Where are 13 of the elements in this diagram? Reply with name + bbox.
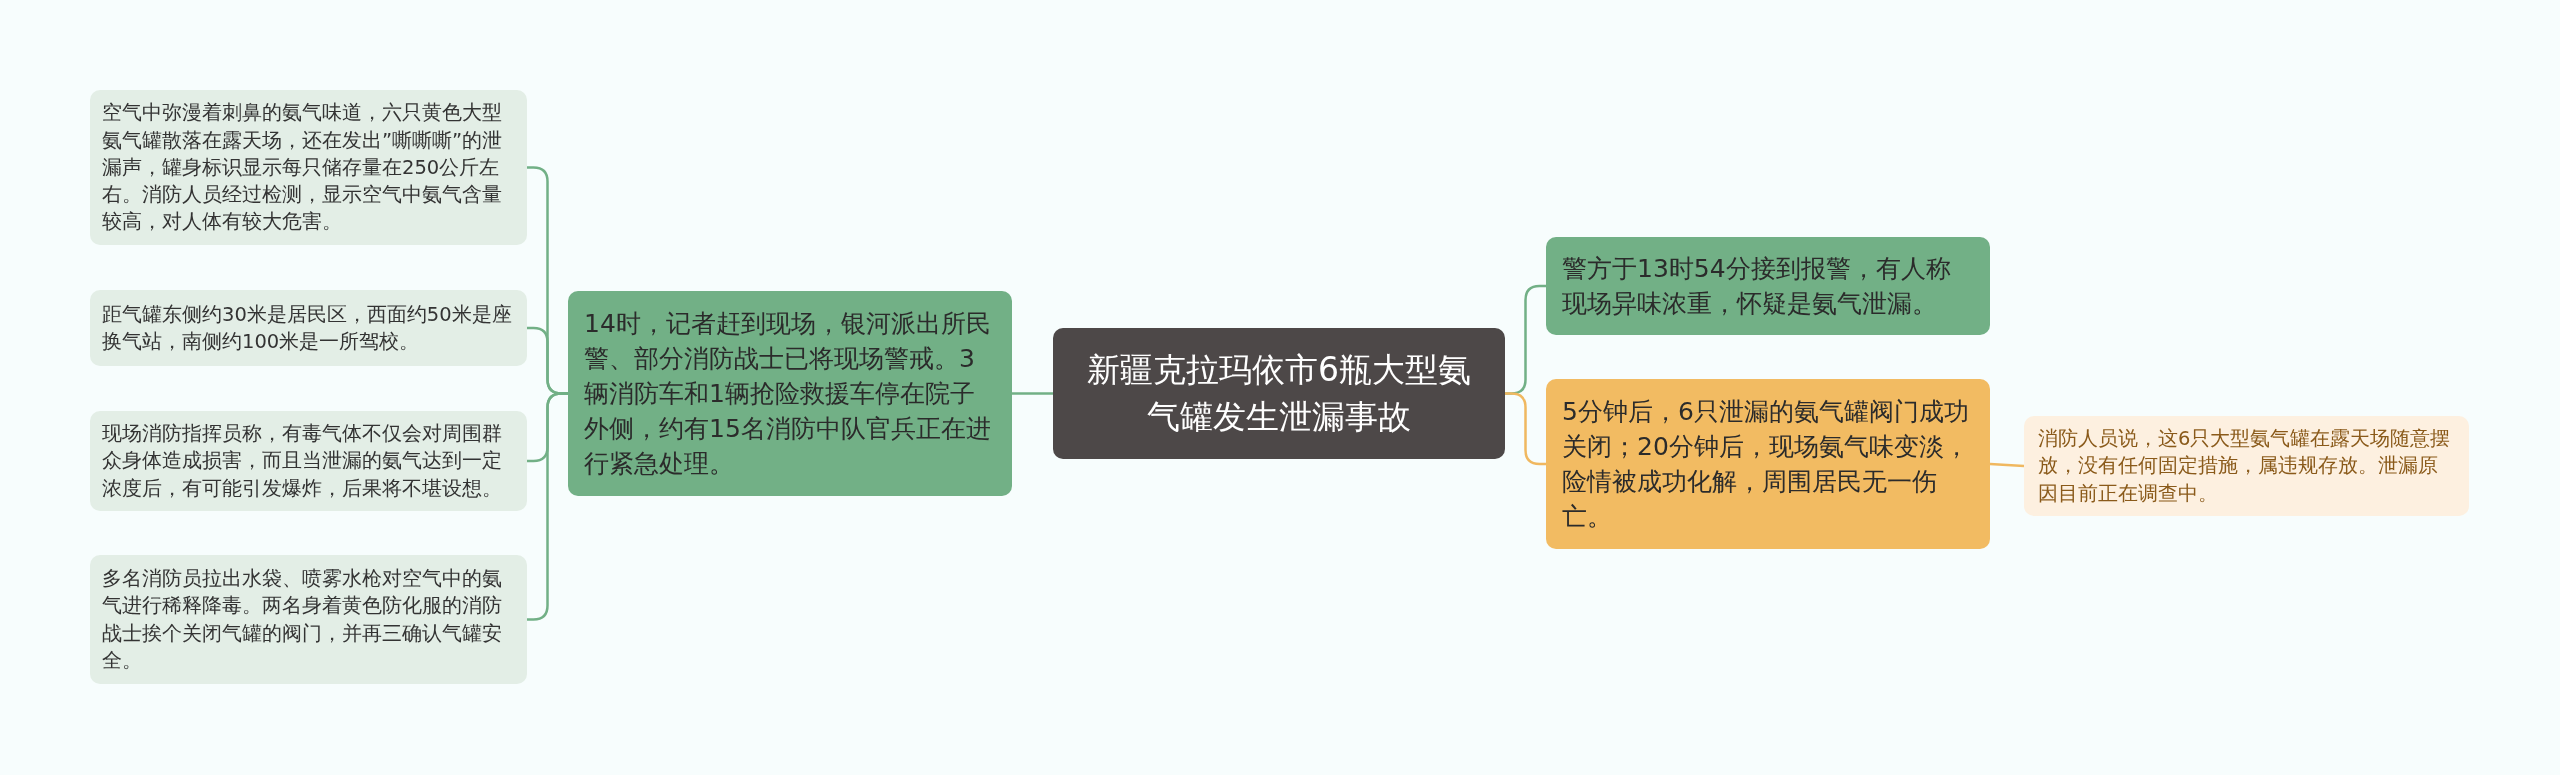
leaf-box: 距气罐东侧约30米是居民区，西面约50米是座换气站，南侧约100米是一所驾校。	[90, 290, 527, 366]
leaf-box: 现场消防指挥员称，有毒气体不仅会对周围群众身体造成损害，而且当泄漏的氨气达到一定浓度后，有可能引发爆炸，后果将不堪设想。	[90, 411, 527, 511]
leaf-box: 多名消防员拉出水袋、喷雾水枪对空气中的氨气进行稀释降毒。两名身着黄色防化服的消防战士挨个关闭气罐的阀门，并再三确认气罐安全。	[90, 555, 527, 684]
connector-line	[527, 392, 568, 621]
branch-box: 14时，记者赶到现场，银河派出所民警、部分消防战士已将现场警戒。3辆消防车和1辆抢险救援车停在院子外侧，约有15名消防中队官兵正在进行紧急处理。	[568, 291, 1012, 496]
branch-box: 警方于13时54分接到报警，有人称现场异味浓重，怀疑是氨气泄漏。	[1546, 237, 1990, 335]
connector-line	[1012, 392, 1053, 395]
leaf-box: 空气中弥漫着刺鼻的氨气味道，六只黄色大型氨气罐散落在露天场，还在发出”嘶嘶嘶”的泄漏声，罐身标识显示每只储存量在250公斤左右。消防人员经过检测，显示空气中氨气含量较高，对人体有较大危害。	[90, 90, 527, 245]
connector-line	[1505, 392, 1546, 466]
note-box: 消防人员说，这6只大型氨气罐在露天场随意摆放，没有任何固定措施，属违规存放。泄漏原因目前正在调查中。	[2024, 416, 2469, 516]
branch-box: 5分钟后，6只泄漏的氨气罐阀门成功关闭；20分钟后，现场氨气味变淡，险情被成功化解，周围居民无一伤亡。	[1546, 379, 1990, 549]
connector-line	[1989, 462, 2025, 468]
topic-box: 新疆克拉玛依市6瓶大型氨气罐发生泄漏事故	[1053, 328, 1505, 459]
